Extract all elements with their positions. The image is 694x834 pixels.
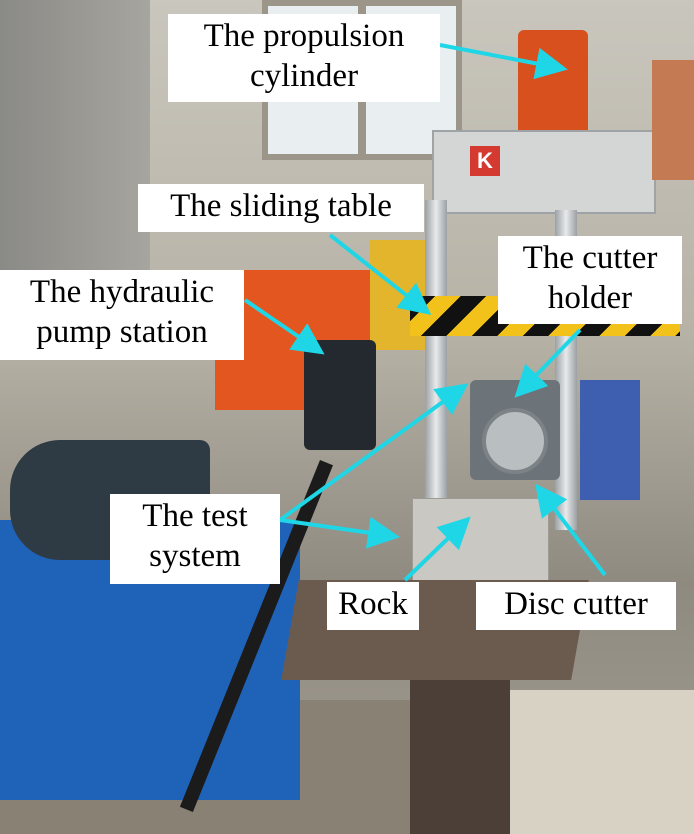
label-rock-line1: Rock: [338, 586, 408, 622]
label-test-system-line1: The test: [142, 498, 248, 534]
label-test-system: The test system: [110, 494, 280, 584]
right-rear-cylinder: [652, 60, 694, 180]
label-cutter-holder-line2: holder: [547, 280, 633, 316]
machine-badge: K: [470, 146, 500, 176]
arrow-rock: [403, 516, 471, 582]
bench-leg: [410, 680, 510, 834]
arrow-propulsion-cylinder: [439, 43, 568, 80]
label-propulsion-cylinder-line1: The propulsion: [203, 18, 405, 54]
label-rock: Rock: [327, 582, 419, 630]
arrow-disc-cutter: [535, 483, 607, 577]
label-propulsion-cylinder-line2: cylinder: [249, 58, 359, 94]
label-hydraulic-pump-station-line2: pump station: [36, 314, 208, 350]
arrow-sliding-table: [328, 233, 432, 315]
label-sliding-table: The sliding table: [138, 184, 424, 232]
left-column: [425, 200, 447, 530]
arrow-cutter-holder: [514, 328, 582, 398]
label-hydraulic-pump-station-line1: The hydraulic: [29, 274, 215, 310]
arrow-test-system-2: [279, 516, 400, 549]
hydraulic-motor: [304, 340, 376, 450]
label-propulsion-cylinder: The propulsion cylinder: [168, 14, 440, 102]
label-disc-cutter-line1: Disc cutter: [504, 586, 648, 622]
label-disc-cutter: Disc cutter: [476, 582, 676, 630]
machine-badge-text: K: [477, 148, 493, 173]
label-sliding-table-line1: The sliding table: [170, 188, 392, 224]
label-cutter-holder: The cutter holder: [498, 236, 682, 324]
label-test-system-line2: system: [149, 538, 241, 574]
label-cutter-holder-line1: The cutter: [522, 240, 658, 276]
foreground-rocks: [510, 690, 694, 834]
arrow-test-system-1: [278, 383, 469, 522]
blue-machine-side: [580, 380, 640, 500]
label-hydraulic-pump-station: The hydraulic pump station: [0, 270, 244, 360]
disc-cutter-wheel: [482, 408, 548, 474]
arrow-hydraulic-pump: [243, 298, 325, 355]
